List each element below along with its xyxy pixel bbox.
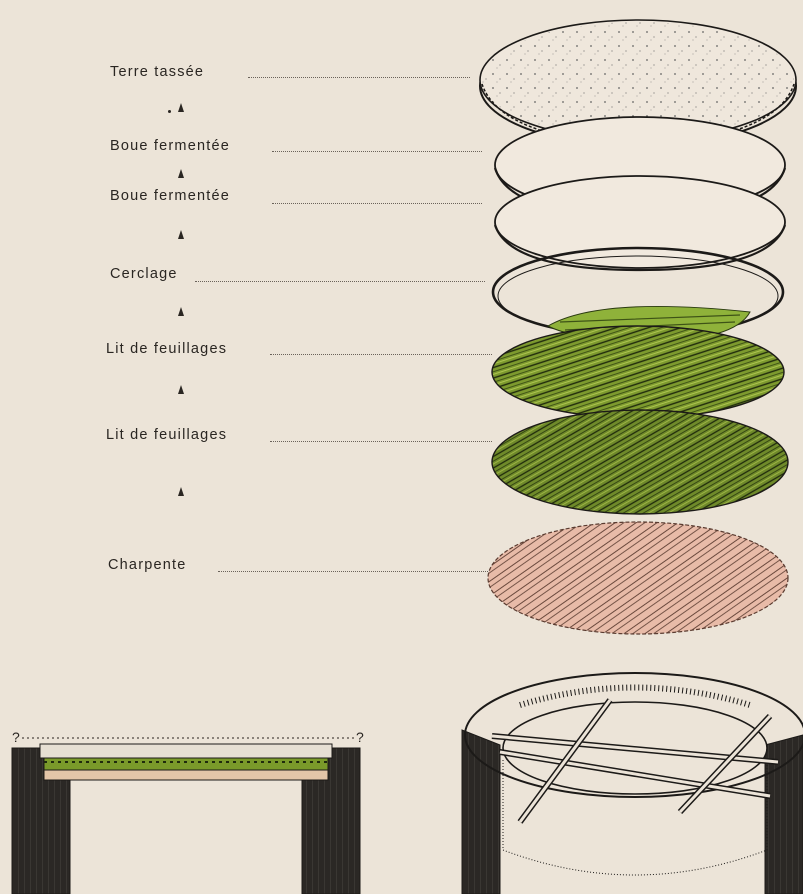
cross-section: ? ? xyxy=(12,729,364,894)
question-mark-left: ? xyxy=(12,729,20,745)
question-mark-right: ? xyxy=(356,729,364,745)
ring-perspective xyxy=(462,673,803,894)
layer-charpente xyxy=(488,522,788,634)
layer-lit-de-feuillages-1 xyxy=(492,326,784,418)
layer-lit-de-feuillages-2 xyxy=(492,410,788,514)
